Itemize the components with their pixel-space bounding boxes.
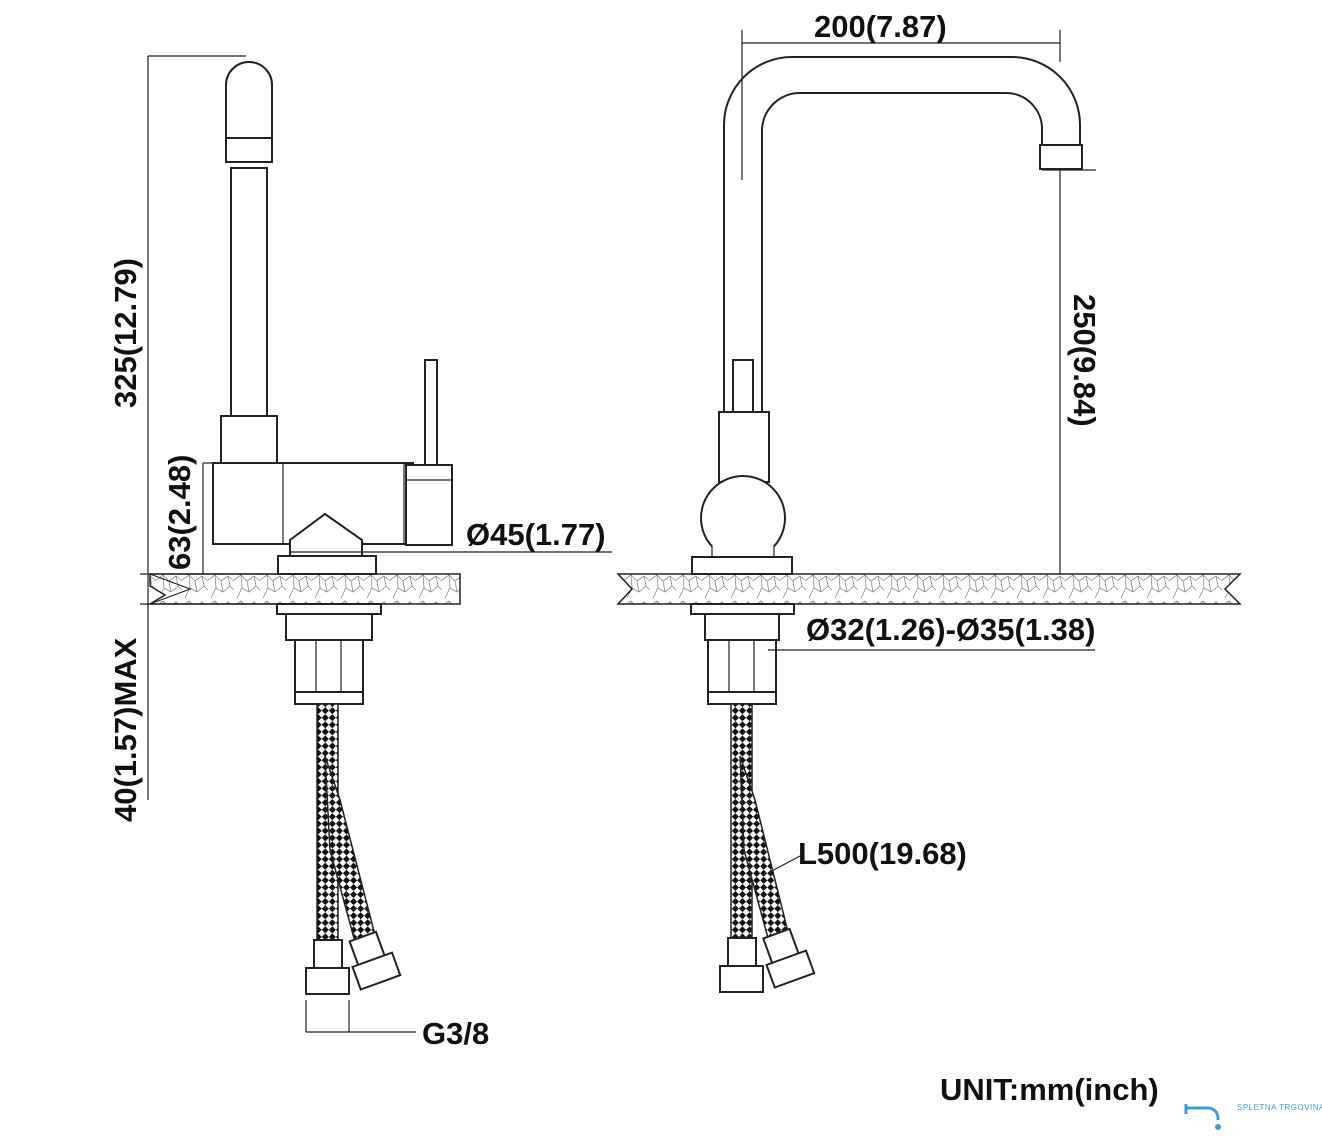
aerator-left xyxy=(225,137,273,163)
spout-tip-left xyxy=(225,61,273,162)
spout-arch-right xyxy=(723,56,1081,420)
unit-label: UNIT:mm(inch) xyxy=(940,1072,1159,1107)
label-hole-diameter: Ø32(1.26)-Ø35(1.38) xyxy=(806,612,1095,647)
base-cap-left xyxy=(289,512,363,557)
side-view xyxy=(140,55,612,1033)
countertop-right xyxy=(616,573,1242,605)
logo-text: SPLETNA TRGOVINA xyxy=(1237,1103,1322,1112)
lever-base-left xyxy=(405,464,453,546)
label-thread: G3/8 xyxy=(422,1016,489,1051)
hose-fitting-left-1 xyxy=(313,939,343,971)
label-spout-reach: 200(7.87) xyxy=(814,9,947,44)
label-total-height: 325(12.79) xyxy=(108,258,143,408)
faucet-logo-icon xyxy=(1184,1104,1220,1120)
mounting-nut-left xyxy=(276,603,382,615)
spout-tube-left xyxy=(230,167,268,419)
countertop-left xyxy=(147,573,461,605)
lever-handle-left xyxy=(424,359,438,473)
label-max-counter-thickness: 40(1.57)MAX xyxy=(108,637,143,822)
label-spout-height: 250(9.84) xyxy=(1067,294,1102,427)
aerator-right xyxy=(1039,144,1083,170)
label-base-diameter: Ø45(1.77) xyxy=(466,517,606,552)
label-hose-length: L500(19.68) xyxy=(798,836,967,871)
hose-fitting-right-1 xyxy=(727,937,757,969)
mounting-nut-right xyxy=(690,603,795,615)
logo: SPLETNA TRGOVINA xyxy=(1184,1103,1322,1130)
front-view xyxy=(616,30,1242,993)
label-body-height: 63(2.48) xyxy=(162,455,197,570)
